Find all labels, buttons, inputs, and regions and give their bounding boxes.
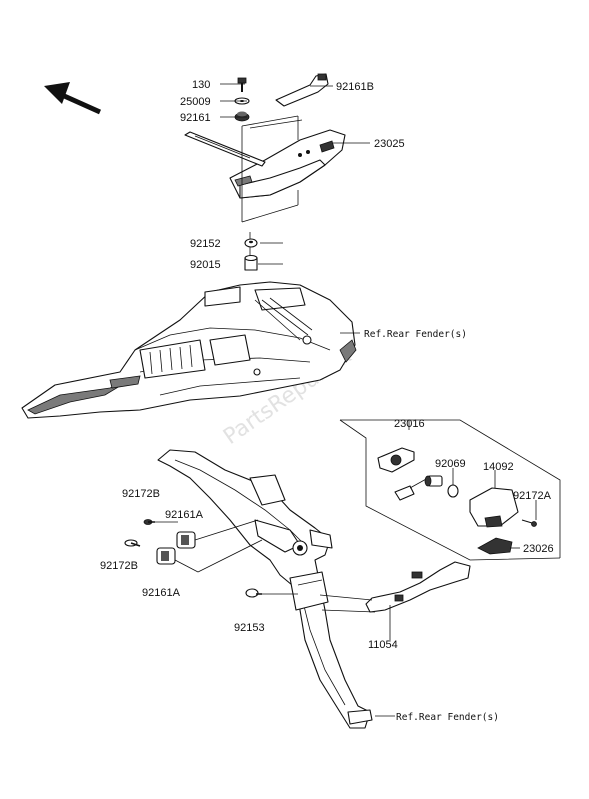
lens-14092[interactable] — [469, 487, 519, 528]
tail-undertray[interactable] — [21, 281, 357, 419]
label-92161A-bottom: 92161A — [142, 587, 181, 599]
label-92069: 92069 — [435, 458, 466, 470]
label-92172B-top: 92172B — [122, 488, 160, 500]
bolt-92153[interactable] — [245, 588, 262, 598]
collar-92015[interactable] — [244, 254, 258, 271]
screw-92172A[interactable] — [521, 519, 537, 527]
grommet-92161[interactable] — [234, 111, 250, 122]
lamp-housing-23016[interactable] — [377, 447, 429, 501]
grommet-92161A-top[interactable] — [176, 531, 196, 549]
label-92015: 92015 — [190, 259, 221, 271]
license-lamp-assembly-box — [339, 419, 561, 561]
leader-lines-tail — [220, 83, 370, 334]
seat-lock-cable[interactable] — [184, 131, 266, 167]
label-92172A: 92172A — [513, 490, 552, 502]
pad-23026[interactable] — [477, 537, 513, 555]
leader-lines-lamp — [375, 420, 537, 717]
label-ref-rear-fender-top: Ref.Rear Fender(s) — [364, 329, 467, 340]
front-direction-arrow-icon — [44, 82, 102, 115]
seat-catch-92161B[interactable] — [275, 73, 329, 107]
seat-cowl-cover-23025[interactable] — [229, 129, 346, 199]
label-130: 130 — [192, 79, 210, 91]
rear-fender-bracket[interactable] — [157, 449, 373, 729]
assembly-lines-bracket — [155, 519, 298, 595]
lamp-socket-92069[interactable] — [424, 475, 459, 498]
label-23016: 23016 — [394, 418, 425, 430]
clip-92172B-bottom[interactable] — [124, 539, 141, 547]
clip-92172B-top[interactable] — [143, 519, 155, 525]
label-23026: 23026 — [523, 543, 554, 555]
label-92161B: 92161B — [336, 81, 374, 93]
label-92161: 92161 — [180, 112, 211, 124]
nut-92152[interactable] — [244, 238, 258, 248]
grommet-92161A-bottom[interactable] — [156, 547, 176, 565]
label-92161A-top: 92161A — [165, 509, 204, 521]
label-92153: 92153 — [234, 622, 265, 634]
label-92172B-bottom: 92172B — [100, 560, 138, 572]
label-ref-rear-fender-bottom: Ref.Rear Fender(s) — [396, 712, 499, 723]
label-11054: 11054 — [368, 639, 398, 651]
label-25009: 25009 — [180, 96, 211, 108]
label-92152: 92152 — [190, 238, 221, 250]
label-23025: 23025 — [374, 138, 405, 150]
license-plate-bracket-11054[interactable] — [319, 561, 471, 613]
bolt-130[interactable] — [237, 77, 247, 92]
label-14092: 14092 — [483, 461, 514, 473]
